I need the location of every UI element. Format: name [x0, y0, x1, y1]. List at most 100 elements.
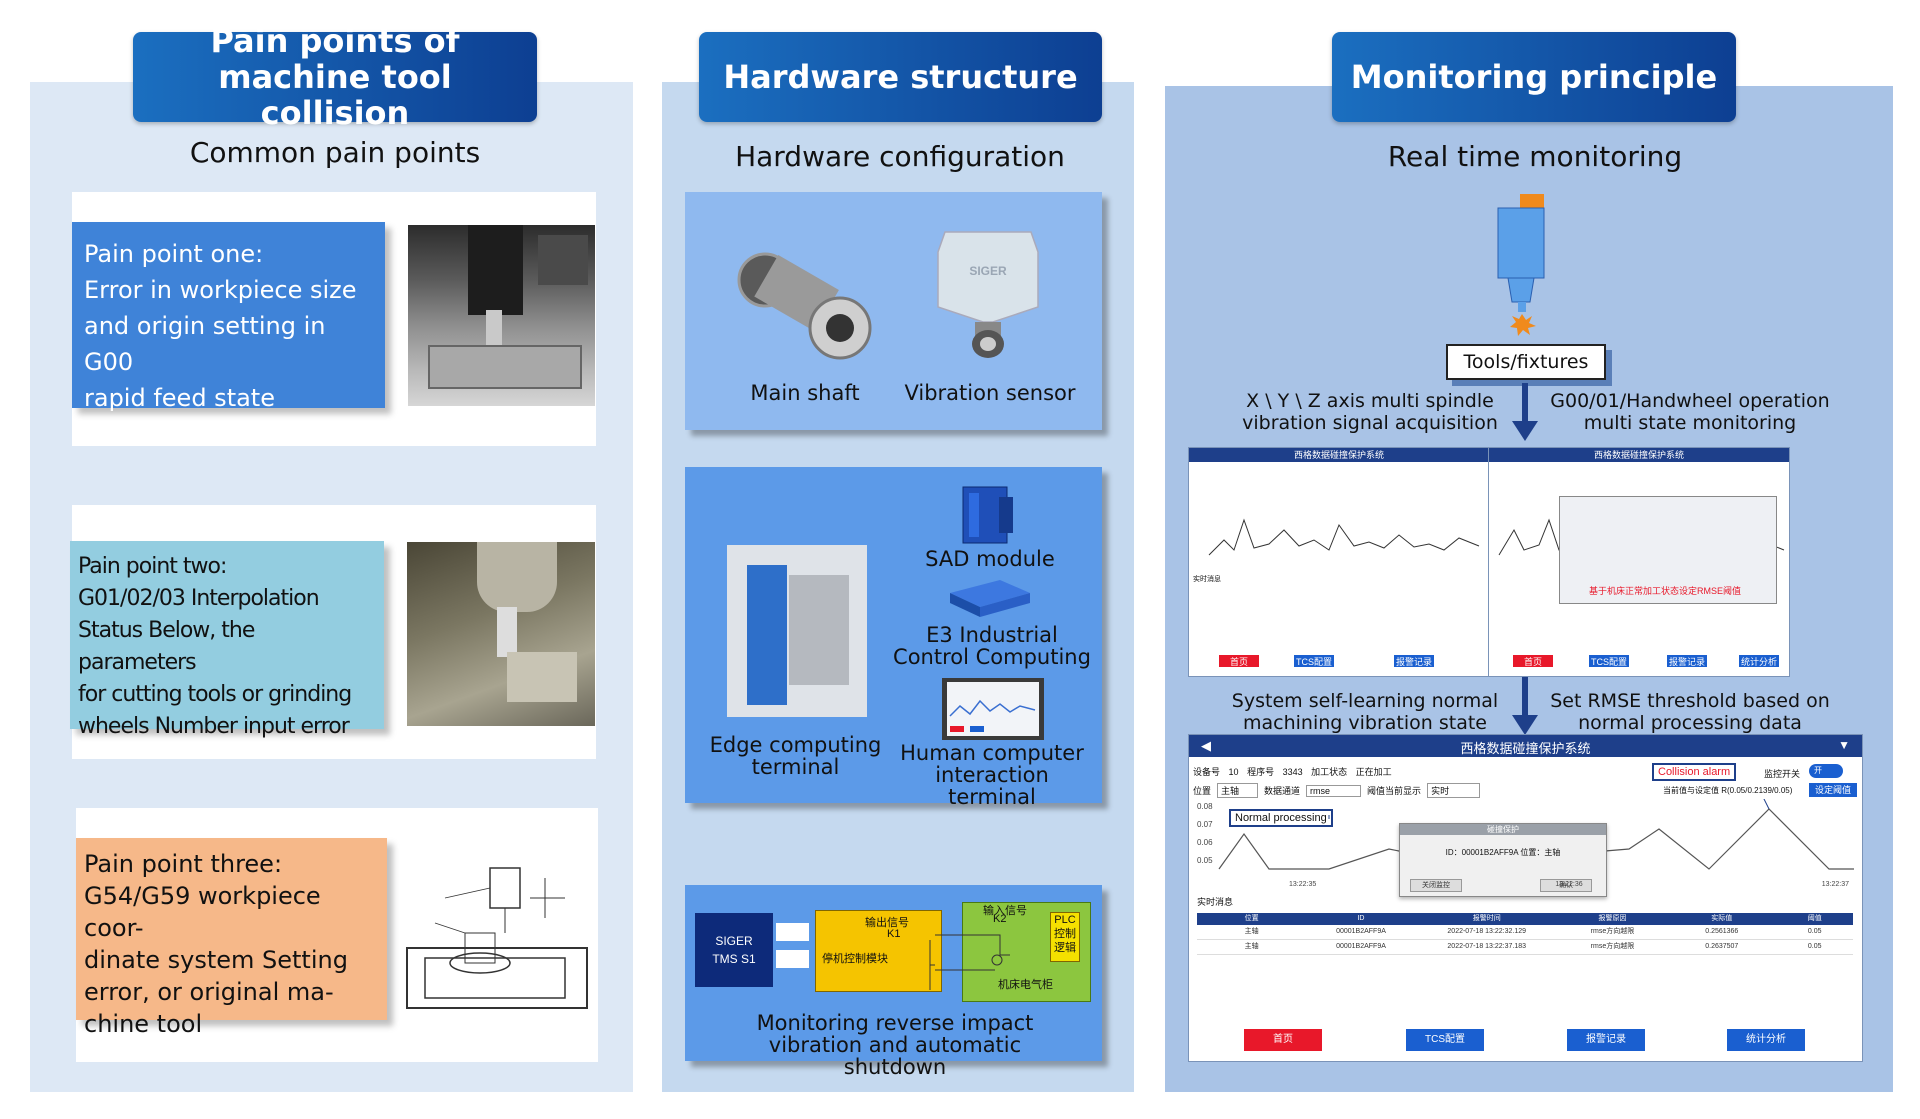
self-learning-note: System self-learning normal machining vi…	[1231, 690, 1499, 734]
hmi-terminal-image	[942, 678, 1044, 740]
info-label: 程序号	[1247, 767, 1275, 777]
table-cell: 主轴	[1244, 943, 1259, 950]
self-learning-waveform	[1208, 518, 1480, 556]
nav-home-button[interactable]: 首页	[1244, 1029, 1322, 1051]
monitor-switch-label: 监控开关	[1764, 769, 1801, 779]
subtitle-hardware: Hardware configuration	[735, 140, 1065, 173]
column-header: 实际值	[1711, 915, 1733, 922]
nav-tcs-button[interactable]: TCS配置	[1406, 1029, 1484, 1051]
threshold-display-label: 阈值当前显示	[1367, 786, 1422, 796]
screen-collision-alarm: ◀ 西格数据碰撞保护系统 ▼ 设备号 10 程序号 3343 加工状态 正在加工…	[1188, 734, 1863, 1062]
pain-point-2-line: Pain point two:	[78, 554, 227, 579]
info-value: 正在加工	[1355, 767, 1392, 777]
pain-point-3-line: chine tool	[84, 1010, 203, 1038]
nav-alarm-records-button[interactable]: 报警记录	[1667, 655, 1707, 667]
toggle-label: 开	[1814, 766, 1822, 775]
nav-home-button[interactable]: 首页	[1513, 655, 1553, 667]
nav-home-button[interactable]: 首页	[1219, 655, 1259, 667]
info-row: 设备号 10 程序号 3343 加工状态 正在加工	[1193, 765, 1392, 778]
nav-alarm-records-button[interactable]: 报警记录	[1567, 1029, 1645, 1051]
current-value-readout: 当前值与设定值 R(0.05/0.2139/0.05)	[1663, 786, 1793, 795]
pain-point-3-line: dinate system Setting	[84, 946, 348, 974]
channel-select[interactable]: rmse	[1306, 784, 1362, 797]
y-tick: 0.06	[1197, 838, 1213, 847]
edge-terminal-image	[727, 545, 867, 717]
collision-dialog: 碰撞保护 ID：00001B2AFF9A 位置：主轴 关闭监控 确认	[1399, 823, 1607, 897]
in-signal-label: 输入信号	[983, 905, 1027, 917]
flow-arrow-2	[1512, 677, 1538, 735]
nav-tcs-button[interactable]: TCS配置	[1589, 655, 1629, 667]
screen-title: 西格数据碰撞保护系统	[1189, 448, 1489, 462]
position-select[interactable]: 主轴	[1217, 783, 1259, 798]
table-cell: 0.05	[1807, 928, 1822, 935]
main-shaft-image	[737, 252, 872, 360]
confirm-button[interactable]: 确认	[1540, 879, 1592, 892]
hardware-card-sensors	[685, 192, 1102, 430]
column-header: 报警原因	[1598, 915, 1627, 922]
alarm-screen-title: 西格数据碰撞保护系统	[1460, 741, 1591, 756]
x-tick: 13:22:35	[1289, 881, 1317, 888]
table-cell: 2022-07-18 13:22:32.129	[1447, 928, 1527, 935]
table-cell: 0.2561366	[1705, 928, 1739, 935]
signal-bar-top	[776, 923, 809, 941]
cabinet-label: 机床电气柜	[998, 979, 1053, 991]
pain-point-box-3: Pain point three: G54/G59 workpiece coor…	[76, 838, 387, 1038]
rmse-threshold-note: Set RMSE threshold based on normal proce…	[1550, 690, 1830, 734]
xyz-acquisition-note: X \ Y \ Z axis multi spindle vibration s…	[1242, 390, 1498, 434]
back-arrow-icon[interactable]: ◀	[1201, 738, 1211, 753]
filter-row: 位置 主轴 数据通道 rmse 阈值当前显示 实时	[1193, 783, 1481, 798]
tms-label: TMS S1	[712, 952, 756, 966]
machine-tool-photo-1	[408, 225, 595, 406]
e3-computer-label: E3 Industrial Control Computing	[893, 623, 1091, 669]
pain-point-2-line: for cutting tools or grinding	[78, 682, 352, 707]
realtime-messages-label: 实时消息	[1193, 576, 1221, 583]
table-cell: rmse方向越限	[1590, 943, 1635, 950]
info-value: 3343	[1282, 767, 1303, 777]
multi-state-note: G00/01/Handwheel operation multi state m…	[1550, 390, 1830, 434]
machine-tool-photo-2	[407, 542, 595, 726]
nav-tcs-button[interactable]: TCS配置	[1294, 655, 1334, 667]
info-label: 加工状态	[1311, 767, 1348, 777]
dialog-titlebar: 碰撞保护	[1400, 824, 1606, 835]
nav-statistics-button[interactable]: 统计分析	[1727, 1029, 1805, 1051]
subtitle-monitoring: Real time monitoring	[1387, 140, 1683, 173]
pain-point-2-line: G01/02/03 Interpolation	[78, 586, 320, 611]
menu-triangle-icon[interactable]: ▼	[1838, 738, 1850, 752]
siger-label: SIGER	[715, 934, 753, 948]
table-header: 位置 ID 报警时间 报警原因 实际值 阈值	[1197, 913, 1853, 925]
header-hardware: Hardware structure	[699, 32, 1102, 122]
nav-alarm-records-button[interactable]: 报警记录	[1394, 655, 1434, 667]
circuit-wiring	[929, 934, 1010, 990]
realtime-messages-label: 实时消息	[1197, 897, 1234, 907]
nav-statistics-button[interactable]: 统计分析	[1739, 655, 1779, 667]
channel-label: 数据通道	[1264, 786, 1301, 796]
rmse-red-note: 基于机床正常加工状态设定RMSE阈值	[1589, 586, 1742, 596]
column-header: 报警时间	[1472, 915, 1501, 922]
set-threshold-button[interactable]: 设定阈值	[1809, 783, 1857, 797]
close-monitoring-button[interactable]: 关闭监控	[1410, 879, 1462, 892]
threshold-display-select[interactable]: 实时	[1427, 783, 1481, 798]
column-header: 阈值	[1807, 915, 1822, 922]
k2-label: K2	[993, 913, 1007, 925]
info-value: 10	[1228, 767, 1239, 777]
alarm-screen-titlebar: ◀ 西格数据碰撞保护系统 ▼	[1189, 735, 1862, 757]
vibration-sensor-label: Vibration sensor	[904, 381, 1076, 405]
threshold-dialog	[1559, 496, 1777, 604]
screen-title: 西格数据碰撞保护系统	[1489, 448, 1789, 462]
pain-point-1-line: and origin setting in G00	[84, 312, 326, 376]
table-row[interactable]: 主轴 00001B2AFF9A 2022-07-18 13:22:37.183 …	[1197, 940, 1853, 955]
table-row[interactable]: 主轴 00001B2AFF9A 2022-07-18 13:22:32.129 …	[1197, 925, 1853, 940]
subtitle-pain-points: Common pain points	[189, 136, 481, 169]
table-cell: 0.05	[1807, 943, 1822, 950]
pain-point-box-2: Pain point two: G01/02/03 Interpolation …	[70, 541, 384, 739]
x-tick: 13:22:37	[1821, 881, 1849, 888]
signal-bar-bottom	[776, 950, 809, 968]
position-label: 位置	[1193, 786, 1212, 796]
coordinate-system-diagram	[406, 867, 588, 1009]
monitor-toggle[interactable]: 开	[1809, 764, 1843, 778]
pain-point-2-line: wheels Number input error	[78, 714, 350, 739]
pain-point-3-line: Pain point three:	[84, 850, 283, 878]
pain-point-1-line: Error in workpiece size	[84, 276, 357, 304]
y-tick: 0.08	[1197, 802, 1213, 811]
pain-point-3-line: G54/G59 workpiece coor-	[84, 882, 321, 942]
